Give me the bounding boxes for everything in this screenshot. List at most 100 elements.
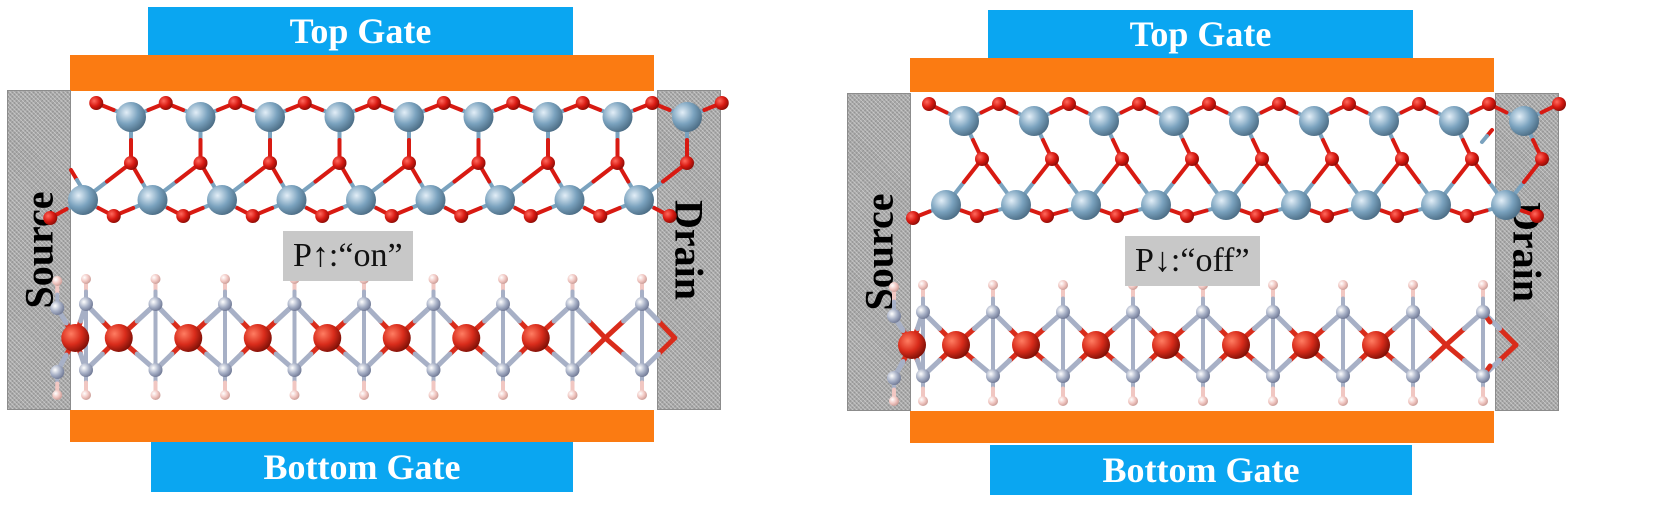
metal-atom [1071,190,1101,220]
nitrogen-atom [79,297,93,311]
bottom-gate-label: Bottom Gate [1102,450,1300,490]
hydrogen-atom [1338,280,1348,290]
oxygen-atom [402,156,416,170]
top-gate-label: Top Gate [289,11,432,51]
oxygen-atom [1395,152,1409,166]
oxygen-atom [454,209,469,223]
bond [1427,326,1449,348]
hydrogen-atom [988,280,998,290]
oxygen-atom [1202,97,1216,111]
hydrogen-atom [1338,396,1348,406]
polarization-state-label: P↓:“off” [1125,236,1260,286]
nitrogen-atom [1266,369,1280,383]
oxygen-atom [1342,97,1356,111]
hydrogen-atom [1478,280,1488,290]
oxygen-atom [1325,152,1339,166]
metal-atom [1351,190,1381,220]
bond [1480,134,1489,144]
metal-atom [104,324,133,352]
metal-atom [1211,190,1241,220]
bond [1484,363,1493,374]
metal-atom [602,102,633,132]
nitrogen-atom [1336,305,1350,319]
hydrogen-atom [52,390,63,400]
oxygen-atom [124,156,138,170]
nitrogen-atom [1406,369,1420,383]
metal-atom [1082,331,1110,359]
bond [655,335,678,357]
hydrogen-atom [359,390,369,400]
hydrogen-atom [220,390,230,400]
nitrogen-atom [565,363,580,377]
hydrogen-atom [918,396,928,406]
polarization-state-label: P↑:“on” [283,231,413,281]
metal-atom [931,190,961,220]
metal-atom [137,185,168,215]
oxygen-atom [106,209,121,223]
metal-atom [1369,106,1399,136]
metal-atom [942,331,970,359]
source-electrode [7,90,71,410]
bond [655,318,678,341]
nitrogen-atom [1056,369,1070,383]
oxygen-atom [193,156,208,170]
nitrogen-atom [635,363,649,377]
metal-atom [243,324,272,352]
metal-atom [185,102,216,132]
nitrogen-atom [1196,305,1210,319]
hydrogen-atom [1058,396,1068,406]
oxygen-atom [1040,209,1054,223]
nitrogen-atom [426,363,441,377]
oxygen-atom [922,97,936,111]
metal-atom [1509,106,1539,136]
metal-atom [1292,331,1320,359]
metal-atom [1019,106,1049,136]
bottom-gate-label: Bottom Gate [263,447,461,487]
oxygen-atom [541,156,555,170]
metal-atom [116,102,146,132]
nitrogen-atom [496,363,510,377]
hydrogen-atom [889,282,899,292]
oxygen-atom [1185,152,1199,166]
oxygen-atom [263,156,277,170]
oxygen-atom [1110,209,1124,223]
metal-atom [415,185,446,215]
oxygen-atom [593,209,608,223]
metal-atom [452,324,481,352]
oxygen-atom [1535,152,1549,166]
metal-atom [174,324,203,352]
hydrogen-atom [1058,280,1068,290]
oxygen-atom [523,209,538,223]
bond [602,335,627,357]
hydrogen-atom [1128,396,1138,406]
oxygen-atom [315,209,330,223]
oxygen-atom [575,96,590,110]
oxygen-atom [297,96,312,110]
nitrogen-atom [986,369,1000,383]
atomic-structure [43,96,729,400]
oxygen-atom [1460,209,1474,223]
oxygen-atom [43,211,58,225]
nitrogen-atom [218,297,232,311]
metal-atom [1421,190,1451,220]
oxygen-atom [975,152,989,166]
metal-atom [672,102,702,132]
metal-atom [1281,190,1311,220]
drain-electrode [1495,93,1559,411]
metal-atom [1159,106,1189,136]
nitrogen-atom [1056,305,1070,319]
nitrogen-atom [916,305,930,319]
panel-right: Top Gate Source Drain P↓:“off” Bottom Ga… [834,0,1654,529]
nitrogen-atom [1336,369,1350,383]
bottom-dielectric [70,410,654,442]
nitrogen-atom [287,297,302,311]
oxygen-atom [662,209,677,223]
nitrogen-atom [426,297,441,311]
bottom-dielectric [910,411,1494,443]
oxygen-atom [906,211,920,225]
hydrogen-atom [498,274,508,284]
metal-atom [394,102,424,132]
oxygen-atom [176,209,191,223]
hydrogen-atom [567,390,578,400]
bond [1443,342,1467,363]
